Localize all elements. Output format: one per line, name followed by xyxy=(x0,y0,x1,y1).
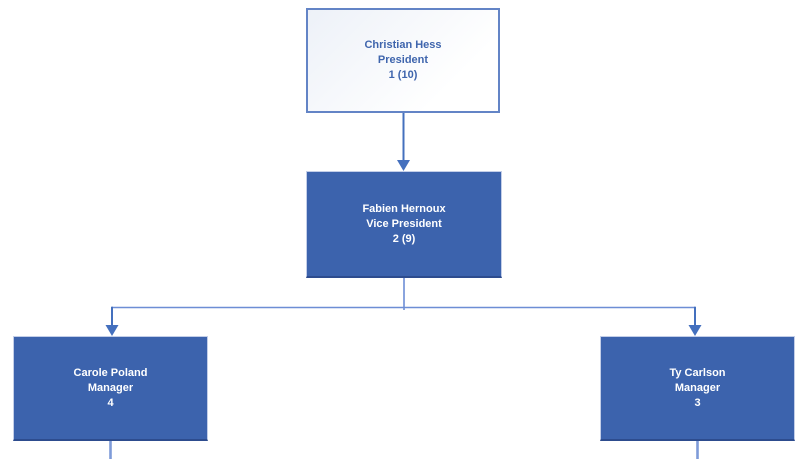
arrowhead-manager-right xyxy=(688,325,702,336)
person-name: Christian Hess xyxy=(364,39,442,51)
org-node-vice-president[interactable]: Fabien Hernoux Vice President 2 (9) xyxy=(306,171,502,278)
person-count: 1 (10) xyxy=(388,69,418,81)
person-title: Manager xyxy=(674,381,721,394)
person-title: President xyxy=(377,54,429,66)
person-count: 4 xyxy=(107,396,114,409)
person-count: 3 xyxy=(694,396,701,409)
person-name: Fabien Hernoux xyxy=(362,202,446,215)
org-node-manager-ty[interactable]: Ty Carlson Manager 3 xyxy=(600,336,795,441)
person-count: 2 (9) xyxy=(392,232,416,245)
person-title: Manager xyxy=(87,381,134,394)
person-name: Ty Carlson xyxy=(669,366,726,379)
arrowhead-vp xyxy=(397,160,410,171)
org-node-president[interactable]: Christian Hess President 1 (10) xyxy=(306,8,500,113)
arrowhead-manager-left xyxy=(105,325,119,336)
org-node-manager-carole[interactable]: Carole Poland Manager 4 xyxy=(13,336,208,441)
person-name: Carole Poland xyxy=(73,366,148,379)
person-title: Vice President xyxy=(366,217,442,230)
